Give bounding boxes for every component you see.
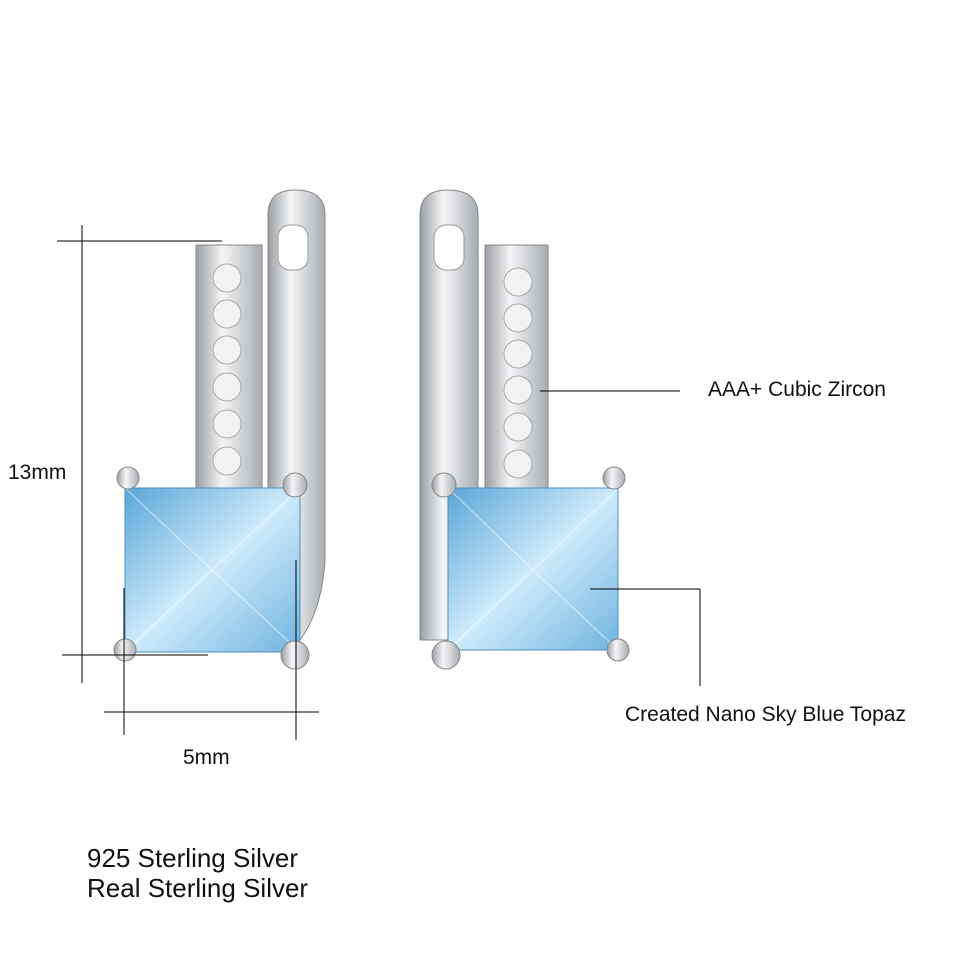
material-line-1: 925 Sterling Silver xyxy=(87,843,298,873)
topaz-callout: Created Nano Sky Blue Topaz xyxy=(625,703,906,726)
right-earring xyxy=(419,189,630,670)
material-line-2: Real Sterling Silver xyxy=(87,873,309,903)
left-earring xyxy=(113,189,326,670)
width-dimension-label: 5mm xyxy=(183,746,230,769)
height-dimension-label: 13mm xyxy=(8,461,67,484)
dimension-lines xyxy=(57,225,701,740)
zircon-callout: AAA+ Cubic Zircon xyxy=(708,378,886,401)
